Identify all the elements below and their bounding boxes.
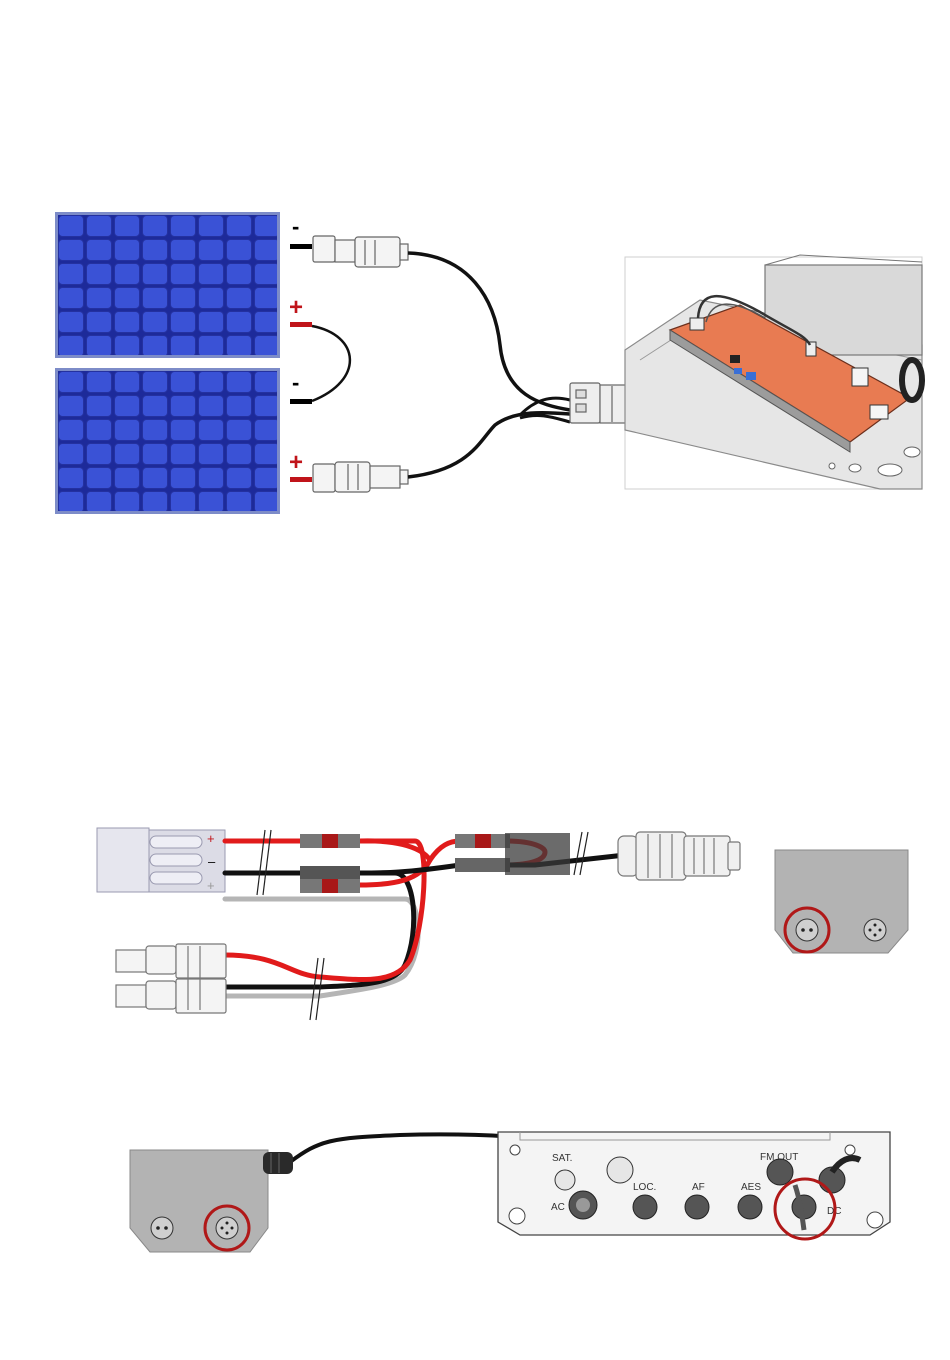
lead-stub-minus-1 xyxy=(290,244,312,249)
lead-stub-plus-2 xyxy=(290,477,312,482)
crimp-sleeves xyxy=(300,833,570,893)
polarity-minus-label-2: - xyxy=(292,370,299,395)
harness-minus-label: – xyxy=(208,854,216,869)
lead-stub-plus-1 xyxy=(290,322,312,327)
port-label-sat: SAT. xyxy=(552,1153,572,1164)
enclosure-bottom-view-a xyxy=(775,850,908,953)
series-jumper-wire xyxy=(312,326,350,401)
mc4-connector-plus xyxy=(313,462,408,492)
cable-connector-left xyxy=(263,1152,293,1174)
cable-plus-to-plug xyxy=(408,413,570,477)
polarity-plus-label-2: + xyxy=(289,449,303,476)
port-label-loc: LOC. xyxy=(633,1182,656,1193)
cable-split-b xyxy=(520,415,570,422)
harness-round-connector xyxy=(618,832,740,880)
lead-stub-minus-2 xyxy=(290,399,312,404)
polarity-minus-label-1: - xyxy=(292,214,299,239)
harness-plus-label: + xyxy=(207,831,215,846)
harness-plus-label-grey: + xyxy=(207,878,215,893)
port-label-fm-out: FM OUT xyxy=(760,1152,798,1163)
polarity-plus-label-1: + xyxy=(289,294,303,321)
port-label-ac: AC xyxy=(551,1202,565,1213)
port-label-af: AF xyxy=(692,1182,705,1193)
port-label-aes: AES xyxy=(741,1182,761,1193)
mc4-connector-minus xyxy=(313,236,408,267)
solar-panel-bottom xyxy=(55,368,280,514)
combiner-plug xyxy=(570,383,628,423)
harness-mc4-pair xyxy=(116,944,226,1013)
solar-panel-top xyxy=(55,212,280,358)
harness-main-connector xyxy=(97,828,225,892)
cable-minus-to-plug xyxy=(408,253,570,410)
pcb-enclosure-image xyxy=(625,255,922,489)
